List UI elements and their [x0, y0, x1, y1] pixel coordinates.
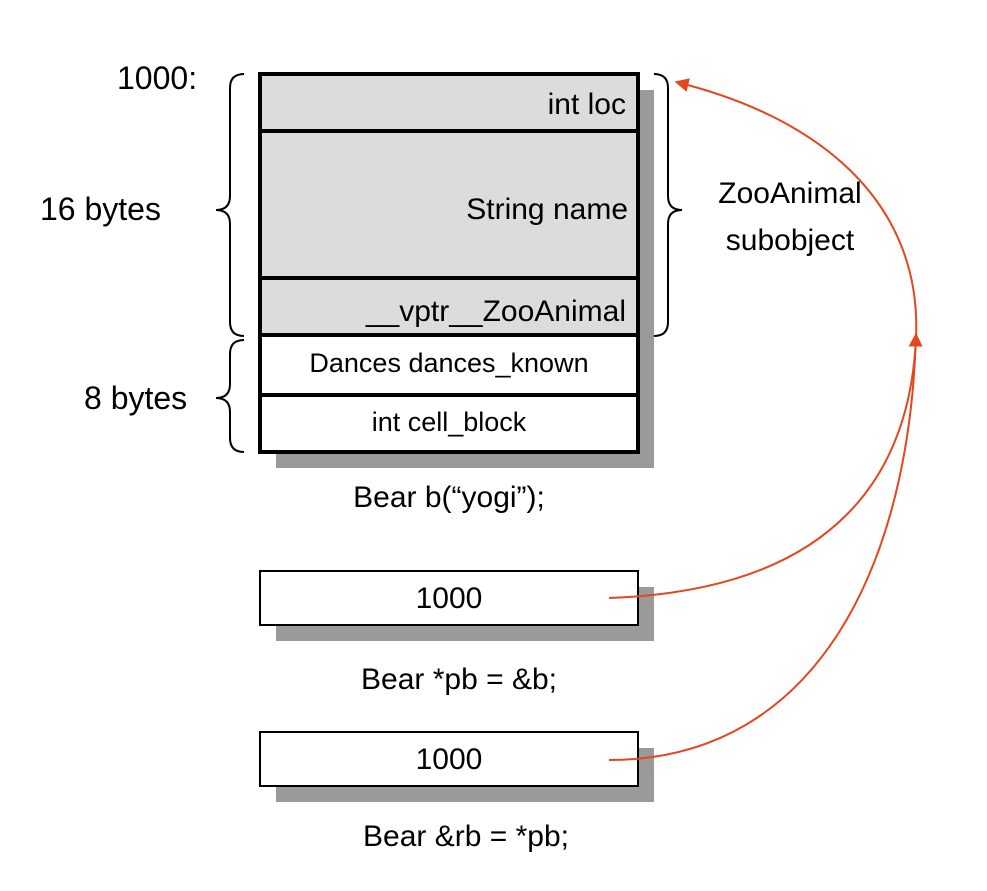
address-label: 1000: [117, 60, 197, 96]
brace-8-bytes [215, 339, 245, 453]
pointer-declaration: Bear *pb = &b; [361, 663, 557, 696]
field-string-name [258, 129, 640, 280]
size-label-8-bytes: 8 bytes [84, 380, 187, 416]
field-cell-block [258, 393, 640, 454]
pointer-box [259, 570, 639, 626]
size-label-16-bytes: 16 bytes [40, 191, 161, 227]
field-label-string-name: String name [466, 193, 628, 226]
reference-declaration: Bear &rb = *pb; [363, 820, 569, 853]
subobject-label-line2: subobject [726, 224, 855, 257]
field-label-dances-known: Dances dances_known [309, 348, 588, 378]
field-label-vptr: __vptr__ZooAnimal [365, 295, 626, 328]
pointer-arrow [608, 78, 918, 599]
bear-object: int loc String name __vptr__ZooAnimal Da… [258, 72, 640, 454]
subobject-label-line1: ZooAnimal [718, 177, 861, 210]
field-label-int-loc: int loc [548, 88, 626, 121]
object-declaration: Bear b(“yogi”); [353, 481, 545, 514]
reference-arrow [608, 332, 923, 761]
field-int-loc [258, 72, 640, 133]
field-vptr [258, 276, 640, 337]
brace-zooanimal-subobject [653, 73, 683, 337]
pointer-value: 1000 [416, 582, 483, 615]
field-label-cell-block: int cell_block [372, 407, 527, 437]
brace-16-bytes [215, 73, 245, 337]
reference-value: 1000 [416, 743, 483, 776]
reference-box [259, 731, 639, 787]
